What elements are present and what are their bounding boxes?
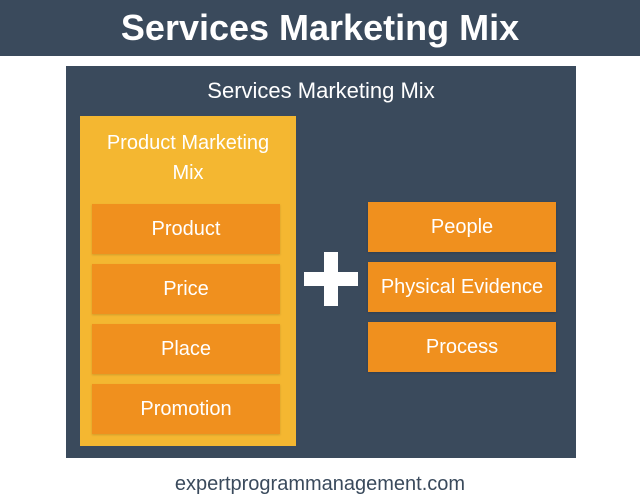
price-box: Price bbox=[92, 264, 280, 314]
product-mix-title: Product Marketing Mix bbox=[106, 132, 270, 184]
plus-icon bbox=[304, 252, 358, 306]
place-box: Place bbox=[92, 324, 280, 374]
physical-evidence-box: Physical Evidence bbox=[368, 262, 556, 312]
panel-title: Services Marketing Mix bbox=[207, 78, 435, 103]
services-mix-panel: Services Marketing Mix Product Marketing… bbox=[66, 66, 576, 458]
page-header: Services Marketing Mix bbox=[0, 0, 640, 56]
product-box: Product bbox=[92, 204, 280, 254]
footer-url: expertprogrammanagement.com bbox=[174, 472, 466, 495]
promotion-box: Promotion bbox=[92, 384, 280, 434]
people-box: People bbox=[368, 202, 556, 252]
product-mix-group: Product Marketing Mix Product Price Plac… bbox=[80, 116, 296, 446]
process-box: Process bbox=[368, 322, 556, 372]
page-title: Services Marketing Mix bbox=[120, 7, 520, 48]
